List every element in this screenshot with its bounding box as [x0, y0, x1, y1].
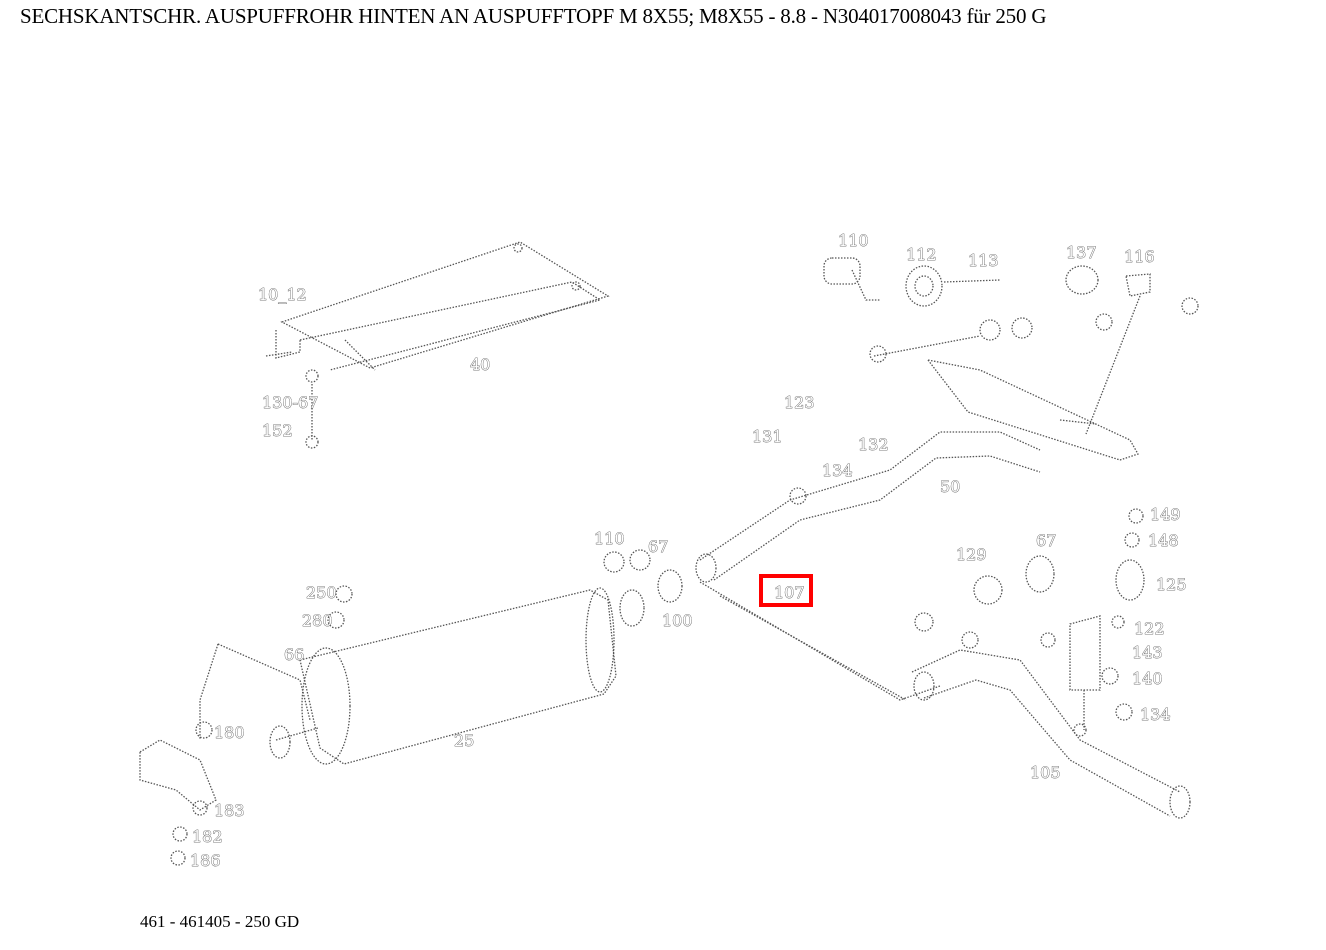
part-label[interactable]: 183	[214, 801, 245, 821]
heat-shield-drawing	[265, 241, 610, 449]
part-label[interactable]: 25	[454, 731, 475, 751]
part-labels: 110 112 113 137 116 10_12 40 130-67 152 …	[190, 231, 1187, 871]
highlight-box	[759, 574, 813, 607]
part-label[interactable]: 105	[1030, 763, 1061, 783]
part-label[interactable]: 40	[470, 355, 491, 375]
part-label[interactable]: 125	[1156, 575, 1187, 595]
part-label[interactable]: 10_12	[258, 285, 308, 305]
part-label[interactable]: 137	[1066, 243, 1097, 263]
part-label[interactable]: 116	[1124, 247, 1155, 267]
part-label-highlighted[interactable]: 107	[774, 583, 805, 603]
part-label[interactable]: 182	[192, 827, 223, 847]
part-label[interactable]: 186	[190, 851, 221, 871]
part-label[interactable]: 180	[214, 723, 245, 743]
part-label[interactable]: 122	[1134, 619, 1165, 639]
part-label[interactable]: 132	[858, 435, 889, 455]
middle-exhaust-pipe-drawing	[603, 431, 1041, 701]
part-label[interactable]: 110	[838, 231, 869, 251]
part-label[interactable]: 152	[262, 421, 293, 441]
part-label[interactable]: 131	[752, 427, 783, 447]
tail-pipe-drawing	[911, 508, 1191, 819]
muffler-drawing	[139, 585, 645, 866]
part-label[interactable]: 143	[1132, 643, 1163, 663]
upper-bracket-drawing	[823, 257, 1199, 461]
part-label[interactable]: 140	[1132, 669, 1163, 689]
part-label[interactable]: 134	[822, 461, 853, 481]
part-label[interactable]: 250	[306, 583, 337, 603]
part-label[interactable]: 67	[1036, 531, 1057, 551]
page-title: SECHSKANTSCHR. AUSPUFFROHR HINTEN AN AUS…	[20, 4, 1047, 28]
part-label[interactable]: 67	[648, 537, 669, 557]
part-label[interactable]: 113	[968, 251, 999, 271]
part-label[interactable]: 50	[940, 477, 961, 497]
diagram-code: 461 - 461405 - 250 GD	[140, 912, 300, 931]
part-label[interactable]: 129	[956, 545, 987, 565]
part-label[interactable]: 66	[284, 645, 305, 665]
part-label[interactable]: 130-67	[262, 393, 319, 413]
part-label[interactable]: 280	[302, 611, 333, 631]
part-label[interactable]: 100	[662, 611, 693, 631]
part-label[interactable]: 149	[1150, 505, 1181, 525]
part-label[interactable]: 148	[1148, 531, 1179, 551]
part-label[interactable]: 134	[1140, 705, 1171, 725]
part-label[interactable]: 112	[906, 245, 937, 265]
part-label[interactable]: 110	[594, 529, 625, 549]
part-label[interactable]: 123	[784, 393, 815, 413]
